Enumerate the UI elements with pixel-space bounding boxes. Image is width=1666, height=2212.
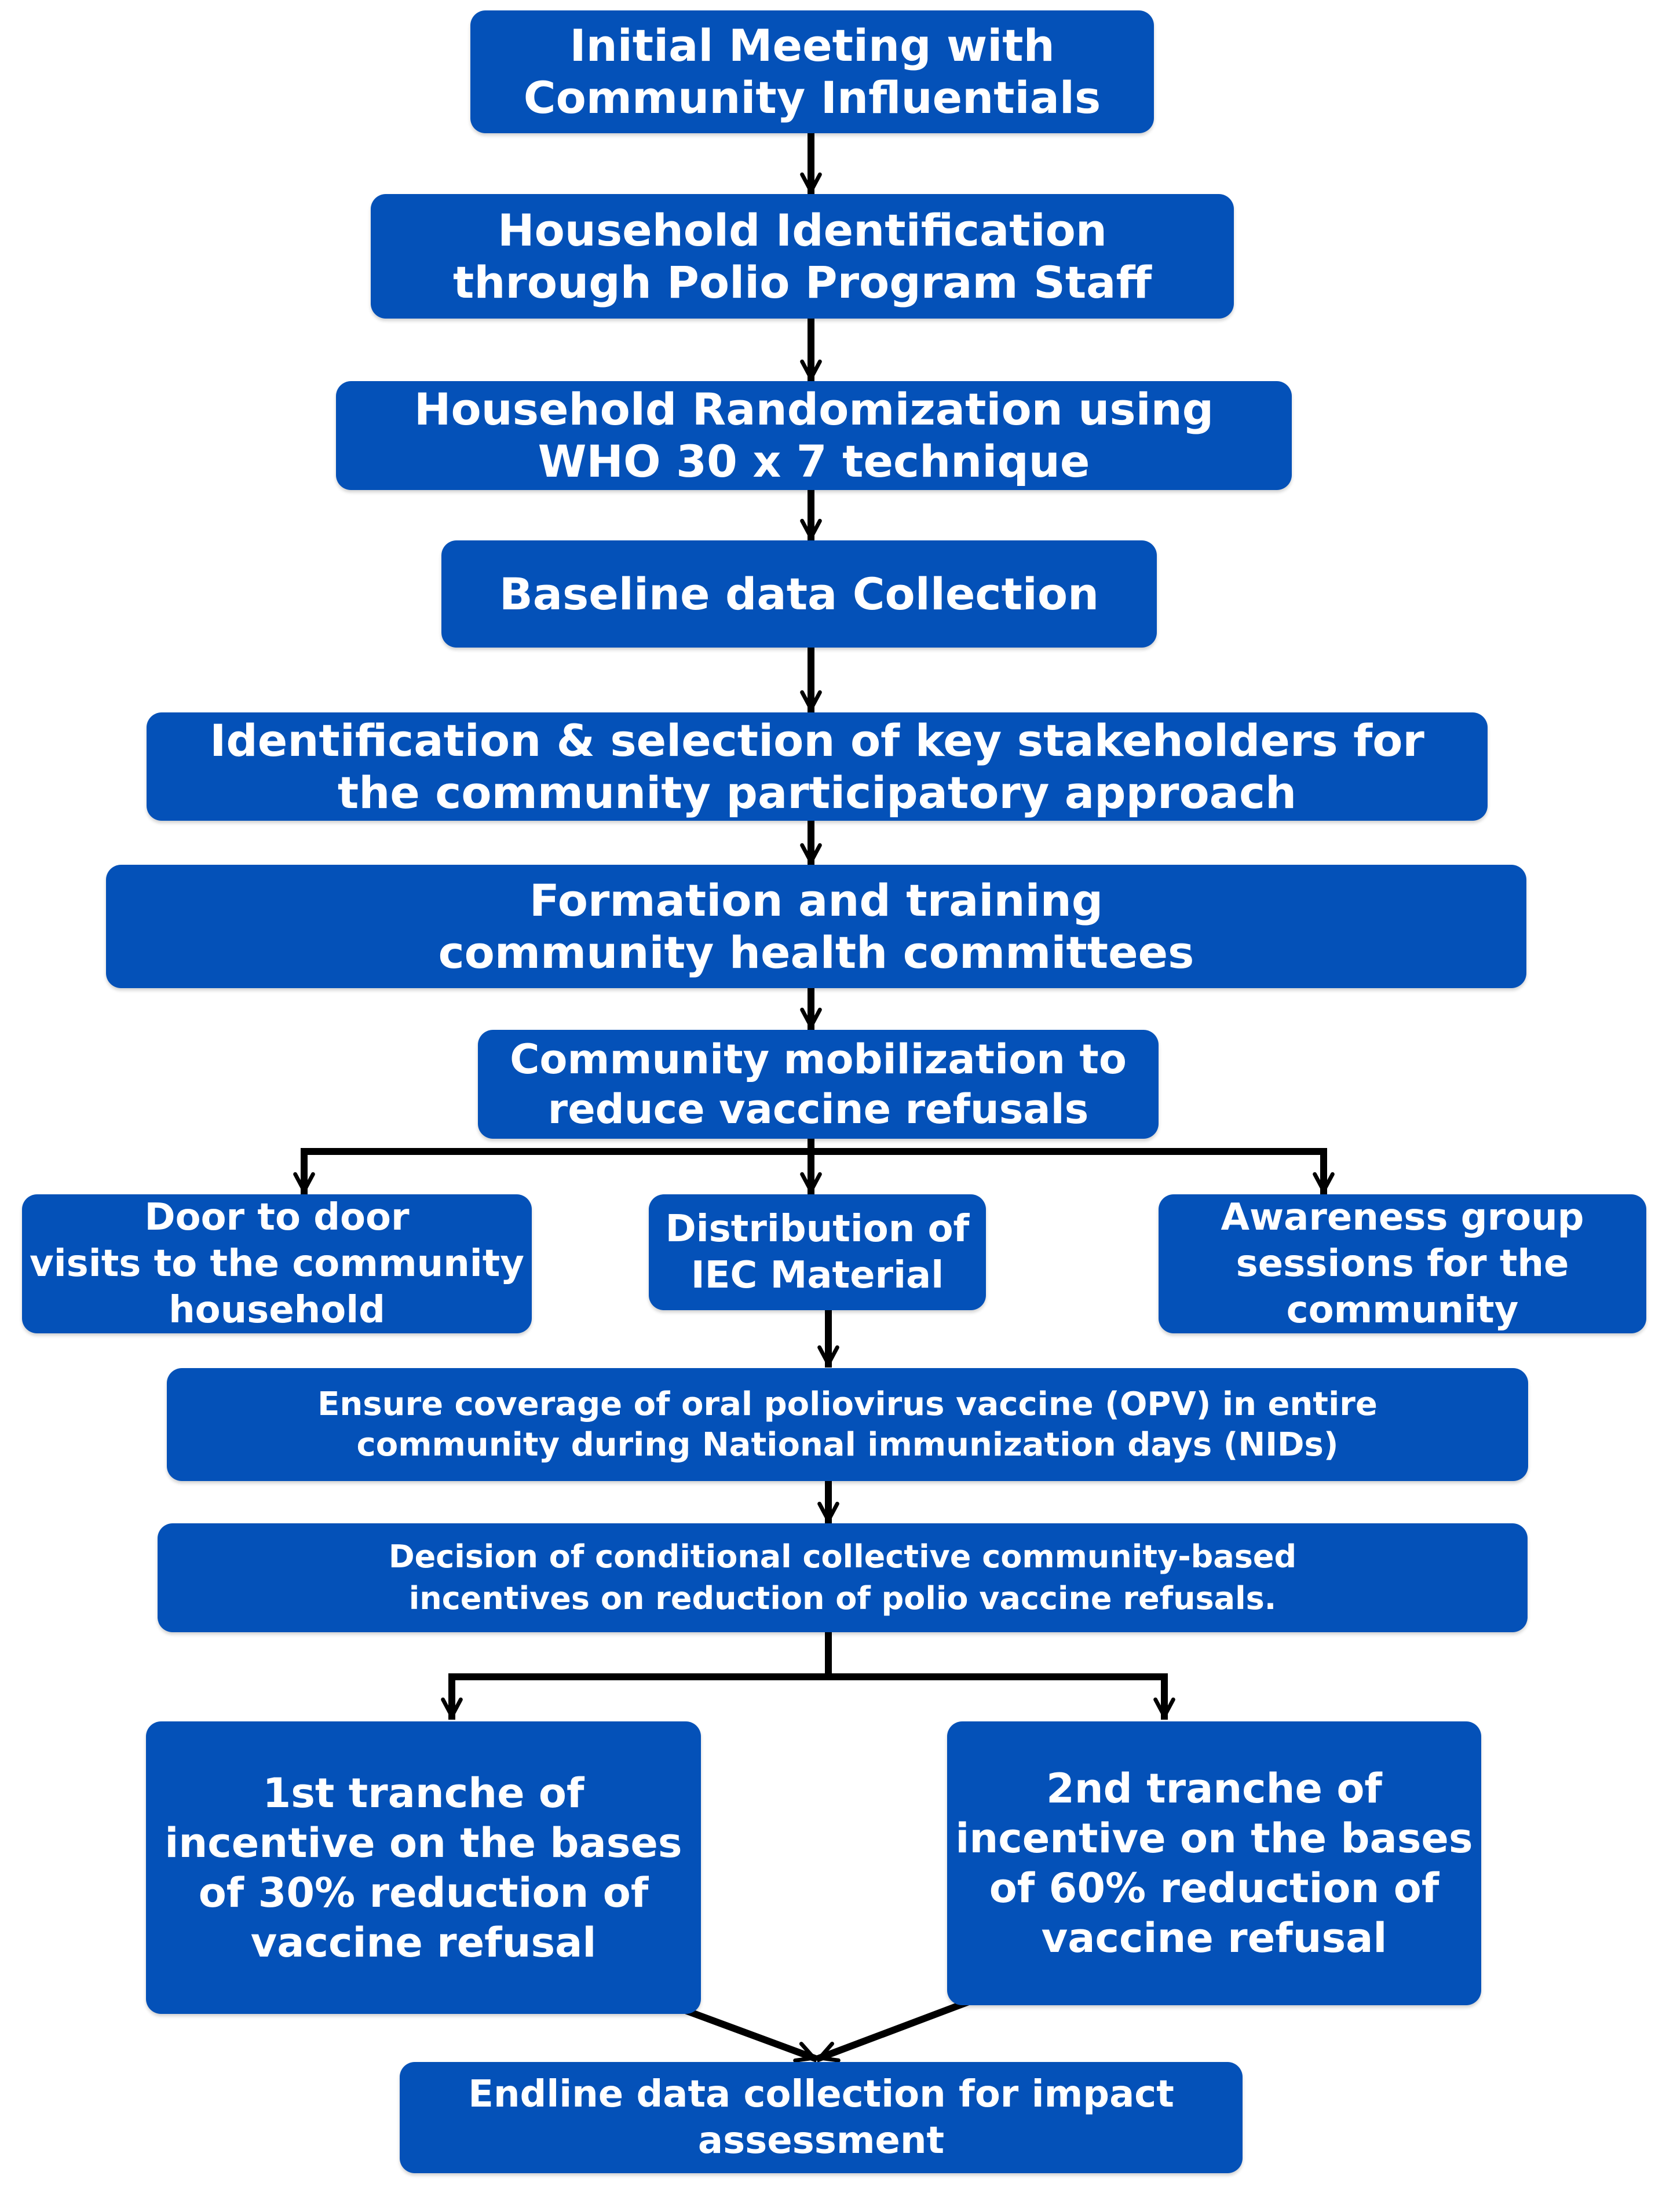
- step-awareness-sessions-line-2: sessions for the: [1236, 1242, 1569, 1285]
- step-incentive-decision: Decision of conditional collective commu…: [158, 1523, 1528, 1632]
- step-first-tranche-line-4: vaccine refusal: [250, 1918, 597, 1966]
- step-household-identification-line-2: through Polio Program Staff: [452, 256, 1152, 308]
- step-household-identification: Household Identification through Polio P…: [371, 194, 1234, 319]
- step-household-randomization-line-2: WHO 30 x 7 technique: [538, 436, 1090, 487]
- step-stakeholder-selection: Identification & selection of key stakeh…: [147, 712, 1488, 821]
- step-door-to-door-line-3: household: [169, 1289, 385, 1332]
- step-first-tranche-line-1: 1st tranche of: [262, 1769, 584, 1817]
- step-initial-meeting: Initial Meeting with Community Influenti…: [470, 10, 1154, 133]
- step-household-randomization-line-1: Household Randomization using: [414, 383, 1214, 435]
- step-door-to-door-line-1: Door to door: [144, 1196, 410, 1239]
- step-baseline-data-line-1: Baseline data Collection: [499, 568, 1099, 620]
- step-community-mobilization-line-2: reduce vaccine refusals: [547, 1085, 1089, 1133]
- step-committee-formation: Formation and training community health …: [106, 865, 1526, 988]
- step-second-tranche-line-2: incentive on the bases: [955, 1815, 1473, 1862]
- step-first-tranche-line-3: of 30% reduction of: [198, 1869, 649, 1917]
- step-second-tranche-line-4: vaccine refusal: [1041, 1914, 1387, 1962]
- step-iec-material: Distribution of IEC Material: [649, 1194, 986, 1310]
- step-first-tranche: 1st tranche of incentive on the bases of…: [146, 1721, 701, 2014]
- step-opv-coverage: Ensure coverage of oral poliovirus vacci…: [167, 1368, 1528, 1481]
- step-initial-meeting-line-2: Community Influentials: [523, 72, 1101, 123]
- step-endline-data-line-1: Endline data collection for impact: [468, 2073, 1174, 2116]
- step-endline-data-line-2: assessment: [697, 2119, 945, 2162]
- step-door-to-door-line-2: visits to the community: [30, 1242, 524, 1285]
- step-awareness-sessions-line-3: community: [1286, 1289, 1519, 1332]
- step-endline-data: Endline data collection for impact asses…: [400, 2062, 1243, 2173]
- step-awareness-sessions-line-1: Awareness group: [1221, 1196, 1584, 1239]
- step-stakeholder-selection-line-1: Identification & selection of key stakeh…: [210, 714, 1424, 766]
- step-incentive-decision-line-2: incentives on reduction of polio vaccine…: [408, 1580, 1277, 1617]
- step-iec-material-line-2: IEC Material: [690, 1254, 944, 1297]
- step-second-tranche-line-3: of 60% reduction of: [989, 1864, 1440, 1912]
- step-opv-coverage-line-2: community during National immunization d…: [356, 1425, 1339, 1464]
- step-stakeholder-selection-line-2: the community participatory approach: [337, 766, 1297, 818]
- step-committee-formation-line-2: community health committees: [438, 926, 1194, 978]
- step-baseline-data: Baseline data Collection: [441, 540, 1157, 648]
- step-second-tranche-line-1: 2nd tranche of: [1046, 1765, 1382, 1812]
- step-household-randomization: Household Randomization using WHO 30 x 7…: [336, 381, 1292, 490]
- step-initial-meeting-line-1: Initial Meeting with: [569, 20, 1055, 71]
- step-community-mobilization-line-1: Community mobilization to: [510, 1036, 1127, 1083]
- step-iec-material-line-1: Distribution of: [665, 1208, 970, 1251]
- step-household-identification-line-1: Household Identification: [497, 204, 1107, 256]
- step-awareness-sessions: Awareness group sessions for the communi…: [1159, 1194, 1646, 1333]
- step-opv-coverage-line-1: Ensure coverage of oral poliovirus vacci…: [317, 1385, 1378, 1423]
- step-second-tranche: 2nd tranche of incentive on the bases of…: [947, 1721, 1481, 2005]
- step-first-tranche-line-2: incentive on the bases: [165, 1819, 682, 1867]
- step-community-mobilization: Community mobilization to reduce vaccine…: [478, 1030, 1159, 1139]
- step-incentive-decision-line-1: Decision of conditional collective commu…: [388, 1538, 1297, 1575]
- step-door-to-door: Door to door visits to the community hou…: [22, 1194, 532, 1333]
- step-committee-formation-line-1: Formation and training: [529, 874, 1104, 926]
